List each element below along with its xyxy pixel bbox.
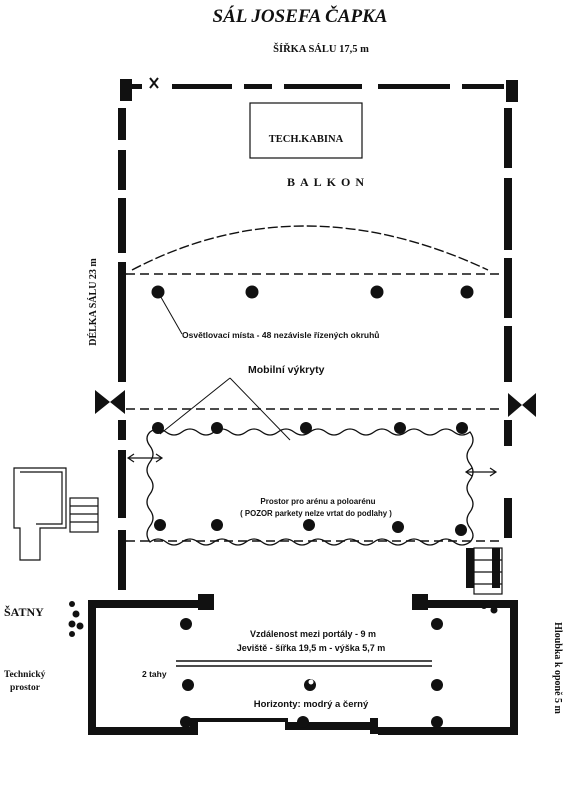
arena-warning-label: ( POZOR parkety nelze vrtat do podlahy ) bbox=[240, 509, 392, 518]
lighting-row-1 bbox=[151, 285, 474, 299]
lighting-label: Osvětlovací místa - 48 nezávisle řízenýc… bbox=[182, 330, 379, 340]
left-annex bbox=[13, 467, 99, 561]
balcony-label: BALKON bbox=[287, 175, 369, 189]
stage-light-row-3 bbox=[180, 716, 443, 728]
right-door-symbol bbox=[508, 393, 536, 417]
stage-label: Jeviště - šířka 19,5 m - výška 5,7 m bbox=[237, 643, 386, 653]
top-wall bbox=[120, 77, 518, 102]
portal-distance-label: Vzdálenost mezi portály - 9 m bbox=[250, 629, 376, 639]
cloakroom-label: ŠATNY bbox=[4, 605, 44, 619]
technical-space-label-2: prostor bbox=[10, 683, 41, 693]
lighting-row-2 bbox=[152, 422, 468, 434]
hall-width-label: ŠÍŘKA SÁLU 17,5 m bbox=[273, 42, 369, 55]
lighting-row-3 bbox=[154, 519, 467, 536]
stage-lines bbox=[176, 660, 432, 667]
left-wall bbox=[118, 108, 126, 590]
balcony-edge bbox=[131, 225, 489, 271]
arena-label: Prostor pro arénu a poloarénu bbox=[260, 497, 375, 506]
mobile-cutouts-label: Mobilní výkryty bbox=[248, 364, 325, 376]
left-door-symbol bbox=[95, 390, 125, 414]
technical-space-label: Technický bbox=[4, 670, 46, 680]
plan-title: SÁL JOSEFA ČAPKA bbox=[213, 5, 388, 27]
hall-length-label: DÉLKA SÁLU 23 m bbox=[87, 258, 99, 346]
stage-walls bbox=[88, 594, 518, 735]
arena-left-arrow bbox=[126, 453, 164, 463]
right-annex bbox=[473, 547, 503, 595]
cloakroom-marks bbox=[68, 601, 498, 637]
two-tahy-label: 2 tahy bbox=[142, 669, 167, 679]
arena-outline bbox=[146, 428, 474, 546]
tech-booth-label: TECH.KABINA bbox=[269, 134, 344, 145]
right-wall bbox=[466, 108, 512, 588]
lighting-leader bbox=[157, 291, 183, 335]
tech-booth bbox=[249, 102, 363, 159]
horizons-label: Horizonty: modrý a černý bbox=[254, 699, 369, 710]
stage-light-row-1 bbox=[180, 618, 443, 630]
arena-right-arrow bbox=[464, 467, 498, 477]
stage-depth-label: Hloubka k oponě 5 m bbox=[552, 622, 563, 714]
stage-light-row-2 bbox=[182, 679, 443, 691]
